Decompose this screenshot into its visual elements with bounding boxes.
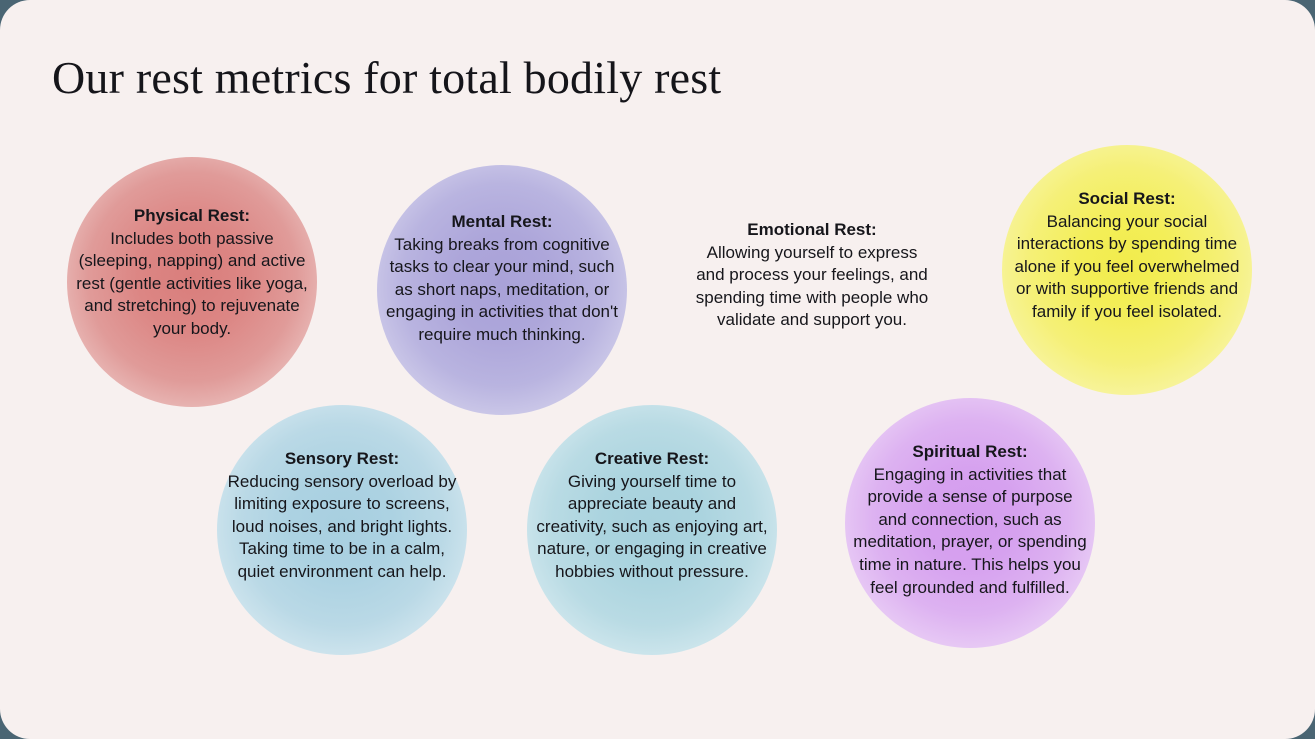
bubble-body-creative: Giving yourself time to appreciate beaut… — [536, 471, 768, 581]
bubble-text-physical: Physical Rest: Includes both passive (sl… — [67, 157, 317, 341]
bubble-social-rest: Social Rest: Balancing your social inter… — [1002, 145, 1252, 395]
bubble-text-social: Social Rest: Balancing your social inter… — [1002, 145, 1252, 324]
bubble-body-physical: Includes both passive (sleeping, napping… — [76, 228, 308, 338]
bubble-mental-rest: Mental Rest: Taking breaks from cognitiv… — [377, 165, 627, 415]
page-title: Our rest metrics for total bodily rest — [52, 52, 722, 103]
bubble-title-sensory: Sensory Rest: — [284, 449, 400, 468]
bubble-body-mental: Taking breaks from cognitive tasks to cl… — [386, 234, 618, 344]
bubble-title-social: Social Rest: — [1078, 189, 1176, 208]
bubble-text-creative: Creative Rest: Giving yourself time to a… — [527, 405, 777, 584]
bubble-body-spiritual: Engaging in activities that provide a se… — [853, 464, 1087, 597]
bubble-body-emotional: Allowing yourself to express and process… — [695, 242, 929, 330]
bubble-title-emotional: Emotional Rest: — [747, 220, 877, 239]
bubble-physical-rest: Physical Rest: Includes both passive (sl… — [67, 157, 317, 407]
bubble-text-sensory: Sensory Rest: Reducing sensory overload … — [217, 405, 467, 584]
bubble-title-mental: Mental Rest: — [451, 212, 553, 231]
bubble-text-spiritual: Spiritual Rest: Engaging in activities t… — [845, 398, 1095, 599]
bubble-title-physical: Physical Rest: — [133, 206, 251, 225]
bubble-title-spiritual: Spiritual Rest: — [912, 442, 1028, 461]
bubble-body-sensory: Reducing sensory overload by limiting ex… — [227, 471, 457, 581]
bubble-text-mental: Mental Rest: Taking breaks from cognitiv… — [377, 165, 627, 347]
bubble-body-social: Balancing your social interactions by sp… — [1014, 211, 1240, 321]
bubble-text-emotional: Emotional Rest: Allowing yourself to exp… — [687, 167, 937, 332]
bubble-creative-rest: Creative Rest: Giving yourself time to a… — [527, 405, 777, 655]
bubble-title-creative: Creative Rest: — [594, 449, 710, 468]
bubble-spiritual-rest: Spiritual Rest: Engaging in activities t… — [845, 398, 1095, 648]
bubble-emotional-rest: Emotional Rest: Allowing yourself to exp… — [687, 167, 937, 417]
bubble-sensory-rest: Sensory Rest: Reducing sensory overload … — [217, 405, 467, 655]
